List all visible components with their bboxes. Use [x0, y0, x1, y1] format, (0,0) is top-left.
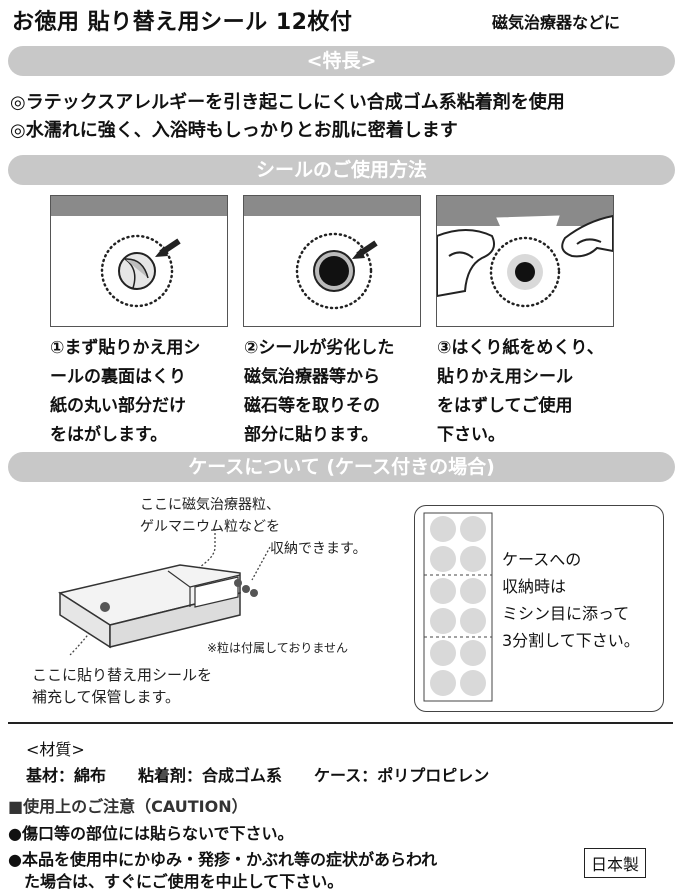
step-line: 磁気治療器等から: [244, 367, 380, 387]
usage-step-3: ③はくり紙をめくり、 貼りかえ用シール をはずしてご使用 下さい。: [437, 334, 604, 450]
product-title: お徳用 貼り替え用シール 12枚付: [12, 10, 353, 35]
note-line: ここに磁気治療器粒、: [140, 497, 280, 513]
product-subtitle: 磁気治療器などに: [492, 13, 621, 32]
peel-circle-illustration: [100, 234, 181, 308]
usage-illustration-1: [50, 195, 228, 327]
section-divider: [8, 722, 673, 724]
note-line: 収納時は: [502, 577, 567, 596]
case-note-top: ここに磁気治療器粒、 ゲルマニウム粒などを 収納できます。: [140, 494, 367, 560]
features-heading: <特長>: [8, 46, 675, 76]
materials-line: 基材：綿布 粘着剤：合成ゴム系 ケース：ポリプロピレン: [26, 766, 490, 785]
usage-step-2: ②シールが劣化した 磁気治療器等から 磁石等を取りその 部分に貼ります。: [244, 334, 394, 450]
note-line: 3分割して下さい。: [502, 631, 640, 650]
feature-item-1: ◎ラテックスアレルギーを引き起こしにくい合成ゴム系粘着剤を使用: [10, 92, 565, 113]
sheet-note: ケースへの 収納時は ミシン目に添って 3分割して下さい。: [502, 546, 640, 654]
case-illustration: [58, 529, 271, 656]
step-line: ③はくり紙をめくり、: [437, 338, 604, 358]
step-line: 紙の丸い部分だけ: [50, 396, 186, 416]
peel-sheet-illustration: [437, 214, 613, 308]
step-line: 部分に貼ります。: [244, 425, 379, 445]
step-line: ①まず貼りかえ用シ: [50, 338, 201, 358]
caution-item-2: ●本品を使用中にかゆみ・発疹・かぶれ等の症状があらわれ: [8, 850, 438, 869]
usage-illustration-2: [243, 195, 421, 327]
note-line: 収納できます。: [270, 541, 367, 557]
note-line: ミシン目に添って: [502, 604, 630, 623]
case-heading: ケースについて (ケース付きの場合): [8, 452, 675, 482]
note-line: ゲルマニウム粒などを: [140, 519, 280, 535]
magnet-circle-illustration: [295, 232, 378, 310]
caution-item-1: ●傷口等の部位には貼らないで下さい。: [8, 824, 294, 843]
note-line: 補充して保管します。: [32, 688, 181, 706]
case-note-small: ※粒は付属しておりません: [207, 641, 348, 655]
made-in-label: 日本製: [584, 848, 647, 878]
backing-strip: [244, 196, 420, 216]
feature-item-2: ◎水濡れに強く、入浴時もしっかりとお肌に密着します: [10, 120, 458, 141]
step-line: ②シールが劣化した: [244, 338, 395, 358]
note-line: ここに貼り替え用シールを: [32, 666, 213, 684]
step-line: 貼りかえ用シール: [437, 367, 573, 387]
usage-heading: シールのご使用方法: [8, 155, 675, 185]
step-line: 下さい。: [437, 425, 505, 445]
note-line: ケースへの: [502, 550, 582, 569]
caution-item-3: た場合は、すぐにご使用を中止して下さい。: [8, 872, 344, 891]
usage-illustration-3: [436, 195, 614, 327]
step-line: をはずしてご使用: [437, 396, 573, 416]
caution-heading: ■使用上のご注意（CAUTION）: [8, 797, 248, 816]
case-note-bottom: ここに貼り替え用シールを 補充して保管します。: [32, 664, 212, 708]
step-line: ールの裏面はくり: [50, 367, 186, 387]
materials-heading: <材質>: [26, 740, 85, 759]
usage-step-1: ①まず貼りかえ用シ ールの裏面はくり 紙の丸い部分だけ をはがします。: [50, 334, 200, 450]
backing-strip: [51, 196, 227, 216]
step-line: 磁石等を取りその: [244, 396, 380, 416]
sticker-sheet-illustration: [423, 512, 493, 702]
step-line: をはがします。: [50, 425, 168, 445]
sticker-sheet-panel: [414, 505, 664, 712]
